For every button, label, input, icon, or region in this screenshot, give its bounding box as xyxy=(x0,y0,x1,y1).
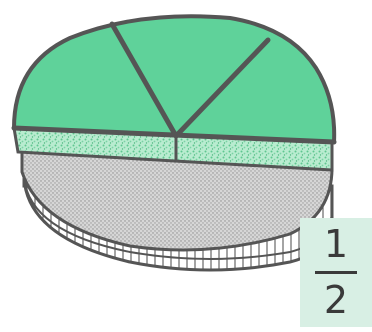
fraction-denominator: 2 xyxy=(300,280,372,320)
fraction-bar xyxy=(315,271,357,274)
fraction-label: 1 2 xyxy=(300,218,372,327)
pie-top-half xyxy=(14,16,334,142)
fraction-numerator: 1 xyxy=(300,224,372,264)
